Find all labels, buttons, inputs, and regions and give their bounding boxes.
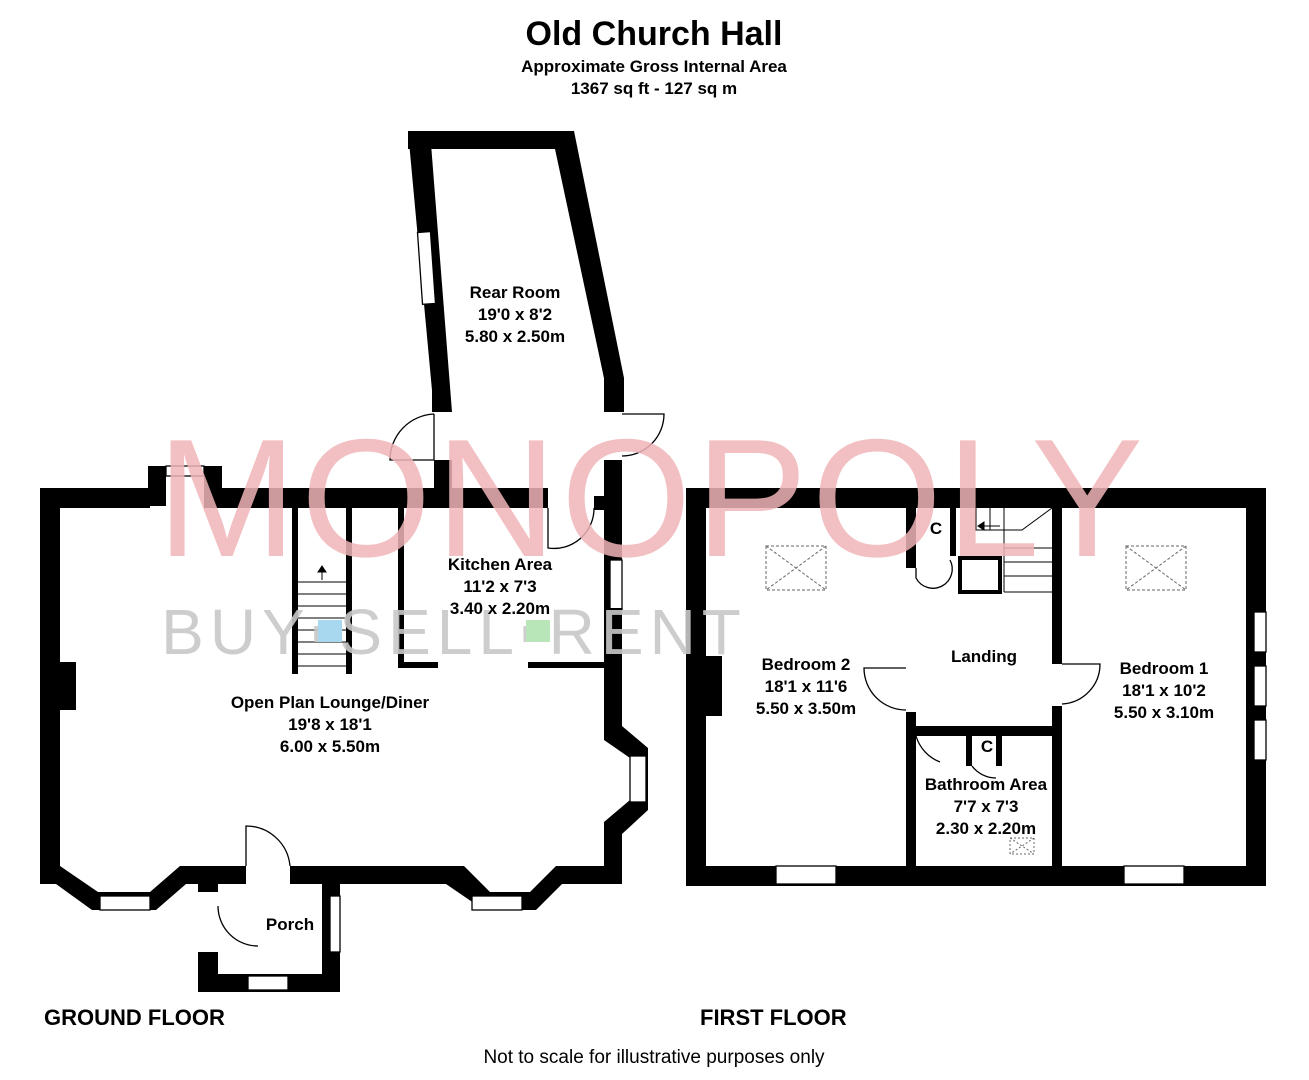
ff-left-wall [686,488,706,886]
stair-wall-right [346,508,352,674]
footer-note: Not to scale for illustrative purposes o… [483,1047,825,1068]
bathroom-metric: 2.30 x 2.20m [936,819,1036,838]
fireplace [56,662,76,710]
bedroom1-metric: 5.50 x 3.10m [1114,703,1214,722]
plan-area: 1367 sq ft - 127 sq m [571,79,737,98]
bathroom-name: Bathroom Area [925,775,1048,794]
landing-cupboard-door [915,559,953,589]
top-window [165,465,205,477]
right-bay-walls [604,726,648,884]
bath-cupboard-wall-left [966,736,972,766]
first-floor-stairs [975,507,1053,593]
bedroom1-window-c [1253,719,1267,761]
plan-title: Old Church Hall [526,15,783,53]
landing-left-wall-bottom [906,712,916,872]
landing-left-wall-top [906,508,916,568]
rear-room-walls [408,131,622,412]
bedroom2-skylight [765,545,827,591]
rear-room-left-door [389,413,435,461]
bathroom-imperial: 7'7 x 7'3 [954,797,1019,816]
rear-room-metric: 5.80 x 2.50m [465,327,565,346]
porch-name: Porch [266,915,314,934]
bottom-left-bay [40,866,246,910]
bathroom-door [915,735,941,763]
porch-door [217,825,291,947]
bath-cupboard-wall-right [996,736,1002,766]
watermark-dot-blue [318,620,342,642]
bedroom2-window [775,865,837,885]
lounge-name: Open Plan Lounge/Diner [231,693,430,712]
bathroom-cupboard-label: C [981,737,993,756]
porch-left-stub [198,876,218,892]
ground-floor-plan [40,131,665,992]
watermark-tagline: BUY▪SELL▪RENT [161,596,747,668]
watermark-dot-green [526,620,550,642]
bedroom1-window-a [1253,611,1267,653]
lounge-left-wall [40,488,60,878]
kitchen-bottom-partition-left [398,662,438,668]
stair-void [958,556,1002,594]
landing-right-wall-bottom [1052,706,1062,872]
porch-side-window [329,895,341,953]
kitchen-door-stub [594,496,606,510]
bedroom2-door [863,667,907,711]
bedroom1-imperial: 18'1 x 10'2 [1122,681,1206,700]
lounge-top-wall-left [40,488,150,508]
bottom-middle-wall [290,866,446,884]
kitchen-left-partition [398,508,404,668]
bottom-left-window [99,895,151,911]
rear-room-right-door [621,413,665,457]
bedroom1-door [1061,663,1101,705]
ff-fireplace [706,656,722,716]
first-floor-plan: C C [686,488,1267,886]
bedroom2-metric: 5.50 x 3.50m [756,699,856,718]
rear-room-imperial: 19'0 x 8'2 [478,305,552,324]
kitchen-bottom-partition-right [528,662,604,668]
right-bay-window [629,755,647,803]
bathroom-skylight [1009,837,1035,855]
landing-right-wall-top [1052,508,1062,664]
ground-floor-labels: Rear Room 19'0 x 8'2 5.80 x 2.50m Kitche… [231,283,565,934]
kitchen-right-wall-lower [604,608,622,728]
bedroom1-skylight [1125,545,1187,591]
rear-room-window [416,230,437,306]
kitchen-name: Kitchen Area [448,555,553,574]
landing-name: Landing [951,647,1017,666]
watermark-brand: MONOPOLY [157,404,1147,592]
lounge-top-wall-right [204,488,548,508]
watermark: MONOPOLY BUY▪SELL▪RENT [157,404,1147,668]
ground-floor-label: GROUND FLOOR [44,1005,225,1030]
first-floor-labels: Bedroom 2 18'1 x 11'6 5.50 x 3.50m Landi… [756,647,1214,838]
bath-cupboard-door [971,765,997,779]
stair-wall-left [292,508,298,674]
bottom-right-window [471,895,523,911]
cupboard-wall [950,508,956,556]
bedroom2-imperial: 18'1 x 11'6 [765,677,848,696]
bedroom1-window-b [1253,665,1267,707]
rear-room-name: Rear Room [470,283,561,302]
bathroom-top-wall [916,726,1052,736]
bedroom1-name: Bedroom 1 [1120,659,1209,678]
ff-top-wall [686,488,1266,508]
rear-room-right-wall [555,131,624,412]
bedroom1-window [1123,865,1185,885]
rear-room-top-wall [408,131,574,149]
lounge-imperial: 19'8 x 18'1 [288,715,372,734]
lounge-metric: 6.00 x 5.50m [280,737,380,756]
kitchen-imperial: 11'2 x 7'3 [463,577,536,596]
kitchen-door [547,507,595,550]
bedroom2-name: Bedroom 2 [762,655,851,674]
kitchen-metric: 3.40 x 2.20m [450,599,550,618]
plan-subtitle: Approximate Gross Internal Area [521,57,787,76]
porch-window [247,975,289,991]
first-floor-label: FIRST FLOOR [700,1005,847,1030]
landing-cupboard-label: C [930,519,942,538]
